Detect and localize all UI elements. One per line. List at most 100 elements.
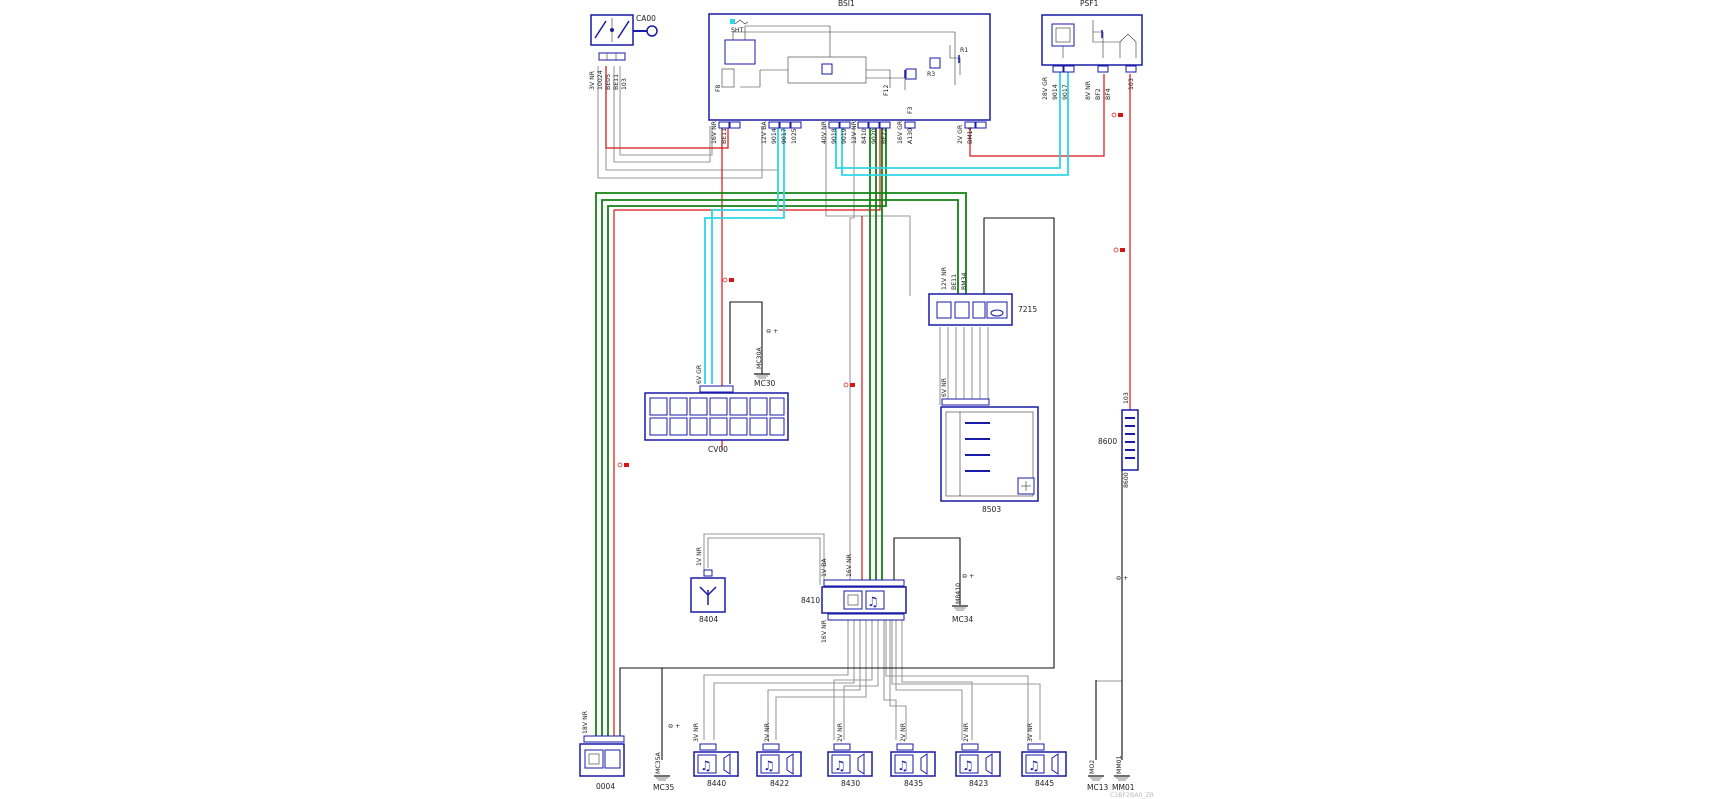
8440-label: 8440 — [707, 779, 726, 788]
wires-black — [619, 217, 1123, 760]
wire-markers — [617, 112, 1125, 468]
mm01-wire-label: MM01 — [1116, 755, 1123, 774]
8423-label: 8423 — [969, 779, 988, 788]
speaker-8435: 8435 — [890, 743, 936, 788]
bsi1-label: BSI1 — [838, 0, 855, 8]
wire-label: 9014 — [1052, 84, 1059, 100]
radio-8503: 8503 — [940, 398, 1039, 514]
psf1-label: PSF1 — [1080, 0, 1099, 8]
antenna-8404: 8404 — [690, 569, 726, 624]
8404-connector-label: 1V NR — [696, 546, 703, 566]
speaker-8445: 8445 — [1021, 743, 1067, 788]
radio-8410: 8410 — [801, 579, 907, 621]
8435-label: 8435 — [904, 779, 923, 788]
8440-connector-label: 3V NR — [693, 722, 700, 742]
svg-text:♫: ♫ — [962, 759, 974, 774]
speaker-8440: 8440 — [693, 743, 739, 788]
wire-label: 1025 — [791, 128, 798, 144]
0004-label: 0004 — [596, 782, 615, 791]
bsi-connector-label: 40V NR — [821, 120, 828, 144]
ground-mc35: MC35 MC35A ⊖ + — [653, 723, 680, 792]
ca00-label: CA00 — [636, 14, 656, 23]
8410-connector-label: 1V BA — [821, 558, 828, 577]
f3-label: F3 — [907, 106, 914, 114]
svg-text:♫: ♫ — [897, 759, 909, 774]
ground-symbol: ⊖ + — [962, 573, 974, 580]
switch-panel-cv00: CV00 — [644, 385, 789, 454]
mc30-wire-label: MC30A — [756, 346, 763, 369]
wire-label: BF2 — [1095, 88, 1102, 100]
r1-label: R1 — [960, 47, 968, 54]
display-7215: 7215 — [928, 293, 1037, 326]
speaker-8422: 8422 — [756, 743, 802, 788]
8503-label: 8503 — [982, 505, 1001, 514]
8445-connector-label: 3V NR — [1027, 722, 1034, 742]
svg-text:♫: ♫ — [763, 759, 775, 774]
wire-label: 8410 — [861, 128, 868, 144]
wire-label: 103 — [621, 78, 628, 90]
ground-mc34: MC34 M8410 ⊖ + — [952, 573, 974, 624]
7215-connector-label: 12V NR — [941, 266, 948, 290]
8430-label: 8430 — [841, 779, 860, 788]
wire-label: 8600 — [1123, 472, 1130, 488]
8445-label: 8445 — [1035, 779, 1054, 788]
wire-label: BE11 — [951, 274, 958, 290]
instrument-0004: 0004 — [579, 735, 625, 791]
svg-text:♫: ♫ — [700, 759, 712, 774]
8410-connector-label: 16V NR — [821, 619, 828, 643]
psf1-module: PSF1 — [1041, 0, 1143, 73]
sht-label: SHT — [731, 27, 744, 34]
0004-connector-label: 18V NR — [582, 710, 589, 734]
8422-label: 8422 — [770, 779, 789, 788]
bsi-connector-label: 12V BA — [761, 121, 768, 144]
ground-mc30: MC30 MC30A ⊖ + — [754, 328, 778, 388]
wire-label: 9020 — [871, 128, 878, 144]
mc13-wire-label: MO2 — [1089, 760, 1096, 774]
watermark: C2BF2BA0_ZR — [1110, 792, 1155, 799]
8503-connector-label: 6V NR — [941, 377, 948, 397]
ground-mm01: MM01 MM01 — [1112, 755, 1135, 792]
mc34-label: MC34 — [952, 615, 973, 624]
wire-label: BE22 — [881, 128, 888, 144]
music-note-icons: ♫ ♫ ♫ ♫ ♫ ♫ ♫ — [700, 595, 1040, 774]
psf-connector-label: 8V NR — [1085, 80, 1092, 100]
wires-cyan — [704, 72, 1069, 384]
wire-label: BE05 — [605, 74, 612, 90]
cv00-connector-label: 6V GR — [696, 364, 703, 384]
wire-label: 103 — [1123, 392, 1130, 404]
wire-label: BE11 — [721, 128, 728, 144]
ground-symbol: ⊖ + — [668, 723, 680, 730]
ca00-connector-label: 3V NR — [589, 70, 596, 90]
8423-connector-label: 2V NR — [963, 722, 970, 742]
svg-text:♫: ♫ — [834, 759, 846, 774]
8404-label: 8404 — [699, 615, 718, 624]
cv00-label: CV00 — [708, 445, 728, 454]
wires-grey — [597, 66, 1123, 760]
wire-label: BF4 — [1105, 88, 1112, 100]
ground-symbol: ⊖ + — [766, 328, 778, 335]
8430-connector-label: 2V NR — [837, 722, 844, 742]
bsi-connector-label: 16V NR — [711, 120, 718, 144]
mc13-label: MC13 — [1087, 783, 1108, 792]
mc34-wire-label: M8410 — [955, 583, 962, 604]
wire-label: 9017 — [1062, 84, 1069, 100]
wire-label: BE11 — [613, 74, 620, 90]
8422-connector-label: 2V NR — [764, 722, 771, 742]
wire-label: 9018 — [831, 128, 838, 144]
f12-label: F12 — [883, 85, 890, 96]
bsi1-module: BSI1 SHT F8 F12 F3 R1 R3 — [708, 0, 991, 129]
8435-connector-label: 2V NR — [900, 722, 907, 742]
psf-connector-label: 28V GR — [1042, 76, 1049, 100]
antenna-amp-8600: 8600 — [1098, 409, 1139, 471]
speaker-8430: 8430 — [827, 743, 873, 788]
bsi-connector-label: 2V GR — [957, 124, 964, 144]
wires-green — [595, 126, 967, 740]
svg-text:♫: ♫ — [867, 595, 879, 610]
mm01-label: MM01 — [1112, 783, 1135, 792]
wire-label: A130 — [907, 128, 914, 144]
wire-label: 10024 — [597, 70, 604, 90]
wire-label: 9017 — [781, 128, 788, 144]
wire-label: BM14 — [967, 126, 974, 144]
speaker-8423: 8423 — [955, 743, 1001, 788]
